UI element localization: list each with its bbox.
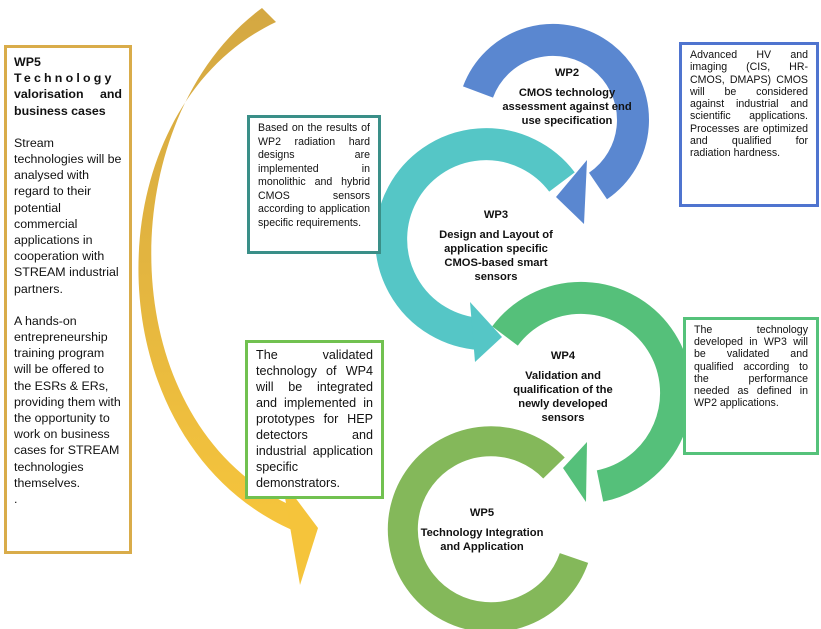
wp5-valorisation-box: WP5 Technology valorisation and business…: [4, 45, 132, 554]
left-box-paragraph-3: .: [14, 492, 18, 507]
wp5-title: Technology Integration and Application: [420, 527, 544, 553]
wp2-title: CMOS technology assessment against end u…: [502, 87, 632, 127]
wp2-number: WP2: [554, 67, 580, 79]
wp4-title: Validation and qualification of the newl…: [513, 370, 613, 424]
wp4-note-text: The technology developed in WP3 will be …: [694, 324, 808, 410]
wp4-arrow: [492, 281, 693, 502]
wp4-number: WP4: [550, 350, 576, 362]
wp2-note-box: Advanced HV and imaging (CIS, HR-CMOS, D…: [679, 42, 819, 207]
wp2-note-text: Advanced HV and imaging (CIS, HR-CMOS, D…: [690, 49, 808, 160]
left-box-paragraph-1: Stream technologies will be analysed wit…: [14, 135, 122, 296]
wp5-ring: [387, 426, 589, 629]
wp3-label: WP3 Design and Layout of application spe…: [436, 208, 556, 284]
left-box-heading-technology: Technology: [14, 71, 115, 86]
wp3-note-text: Based on the results of WP2 radiation ha…: [258, 122, 370, 229]
wp2-label: WP2 CMOS technology assessment against e…: [492, 66, 642, 128]
wp4-note-box: The technology developed in WP3 will be …: [683, 317, 819, 455]
wp3-title: Design and Layout of application specifi…: [439, 229, 553, 283]
left-box-heading-wp: WP5: [14, 55, 41, 69]
wp3-note-box: Based on the results of WP2 radiation ha…: [247, 115, 381, 254]
wp5-label: WP5 Technology Integration and Applicati…: [420, 506, 544, 554]
wp4-label: WP4 Validation and qualification of the …: [505, 349, 621, 425]
left-box-heading-rest: valorisation and business cases: [14, 87, 122, 118]
big-return-arrow: [138, 8, 318, 585]
wp2-arrow: [463, 23, 649, 224]
wp3-arrow: [375, 128, 575, 362]
left-box-paragraph-2: A hands-on entrepreneurship training pro…: [14, 313, 121, 490]
wp5-note-text: The validated technology of WP4 will be …: [256, 348, 373, 490]
wp5-number: WP5: [469, 507, 495, 519]
wp3-number: WP3: [483, 209, 509, 221]
wp5-note-box: The validated technology of WP4 will be …: [245, 340, 384, 499]
